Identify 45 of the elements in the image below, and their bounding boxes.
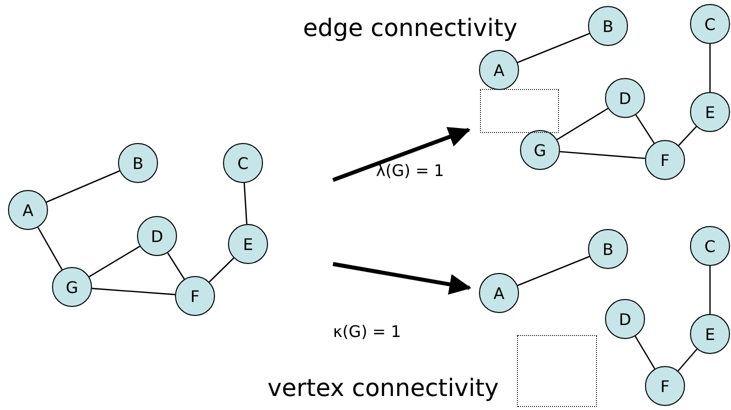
vertex-circle: C [223, 143, 263, 183]
edge-line [556, 108, 608, 140]
formula-label: κ(G) = 1 [333, 324, 402, 340]
vertex-circle: G [52, 267, 92, 307]
vertex-circle: A [479, 273, 519, 313]
vertex-circle: D [605, 299, 645, 339]
dotted-box [517, 335, 597, 407]
vertex-circle: B [588, 6, 628, 46]
vertex-circle: E [228, 224, 268, 264]
vertex-circle: C [690, 226, 730, 266]
vertex-circle: F [645, 366, 685, 406]
edge-line [208, 258, 234, 282]
edge-line [635, 114, 655, 144]
edge-line [678, 126, 697, 146]
edge-line [517, 32, 590, 64]
edge-line [37, 227, 63, 270]
vertex-circle: A [479, 50, 519, 90]
vertex-circle: E [690, 314, 730, 354]
vertex-circle: B [118, 143, 158, 183]
edge-line [244, 182, 248, 224]
heading-label: vertex connectivity [268, 376, 499, 400]
edge-line [678, 348, 698, 372]
vertex-circle: F [645, 140, 685, 180]
vertex-circle: D [605, 78, 645, 118]
edge-line [634, 336, 656, 370]
vertex-circle: C [690, 4, 730, 44]
edge-line [167, 252, 185, 280]
heading-label: edge connectivity [303, 16, 518, 40]
vertex-circle: B [588, 229, 628, 269]
vertex-circle: G [520, 130, 560, 170]
arrow [332, 262, 472, 295]
edge-line [709, 44, 711, 92]
formula-label: λ(G) = 1 [376, 163, 444, 179]
edge-line [517, 256, 590, 286]
edge-line [92, 288, 176, 296]
vertex-circle: D [137, 216, 177, 256]
vertex-circle: F [175, 276, 215, 316]
dotted-box [480, 89, 559, 133]
edge-line [560, 150, 646, 160]
edge-line [88, 246, 140, 278]
vertex-circle: A [8, 190, 48, 230]
edge-line [46, 170, 120, 203]
arrow [332, 126, 471, 182]
edge-line [709, 266, 711, 314]
vertex-circle: E [690, 92, 730, 132]
